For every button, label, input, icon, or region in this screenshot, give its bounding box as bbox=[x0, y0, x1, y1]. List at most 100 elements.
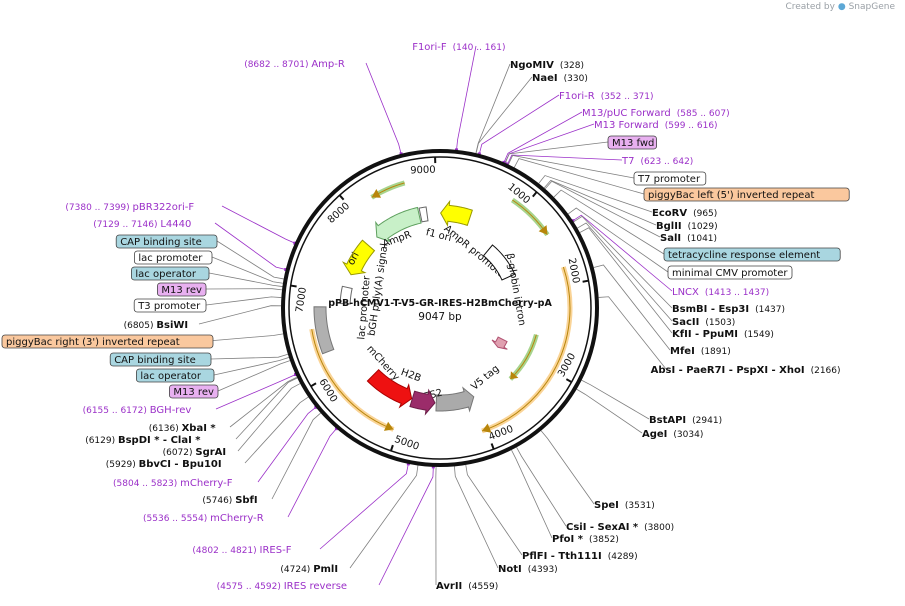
label-lac-promoter-48[interactable]: lac promoter bbox=[133, 250, 213, 265]
label-t7-promoter-8[interactable]: T7 promoter bbox=[633, 171, 707, 186]
leader-xbai-38 bbox=[229, 376, 298, 428]
leader-spei-23 bbox=[540, 430, 595, 505]
label-agei-22[interactable]: AgeI(3034) bbox=[642, 429, 703, 440]
label-text-pmli-30: (4724) PmlI bbox=[280, 564, 338, 575]
label-bglii-11[interactable]: BglII(1029) bbox=[656, 221, 718, 232]
bgh-polya-feature[interactable] bbox=[313, 306, 335, 355]
label-lac-operator-47[interactable]: lac operator bbox=[130, 266, 210, 281]
leader-l4440-50 bbox=[214, 222, 286, 270]
label-sgrai-36[interactable]: (6072) SgrAI bbox=[163, 447, 227, 458]
feature-labels[interactable]: F1ori-F(140 .. 161) NgoMIV(328) NaeI(330) F… bbox=[1, 42, 850, 592]
label-pfoi-25[interactable]: PfoI *(3852) bbox=[552, 534, 619, 545]
leader-lac-operator-47 bbox=[208, 272, 283, 287]
label-text-csii-sexai-24: CsiI - SexAI *(3800) bbox=[566, 522, 674, 533]
beta-globin-intron-feature[interactable] bbox=[482, 244, 516, 281]
label-lncx-15[interactable]: LNCX(1413 .. 1437) bbox=[672, 287, 769, 298]
label-noti-27[interactable]: NotI(4393) bbox=[498, 564, 558, 575]
label-amp-r-52[interactable]: (8682 .. 8701) Amp-R bbox=[244, 59, 345, 70]
label-naei-2[interactable]: NaeI(330) bbox=[532, 73, 588, 84]
leader-mcherry-f-34 bbox=[257, 406, 317, 483]
label-pmli-30[interactable]: (4724) PmlI bbox=[280, 564, 338, 575]
label-pbr322ori-f-51[interactable]: (7380 .. 7399) pBR322ori-F bbox=[65, 202, 194, 213]
label-m13-rev-40[interactable]: M13 rev bbox=[168, 384, 219, 399]
snapgene-credit[interactable]: Created by ● SnapGene bbox=[785, 2, 895, 12]
label-bspdi-clai-37[interactable]: (6129) BspDI * - ClaI * bbox=[85, 435, 201, 446]
label-mcherry-r-32[interactable]: (5536 .. 5554) mCherry-R bbox=[143, 513, 264, 524]
tick-mark-8000 bbox=[338, 194, 345, 201]
label-text-pbr322ori-f-51: (7380 .. 7399) pBR322ori-F bbox=[65, 202, 194, 213]
label-ires-reverse-29[interactable]: (4575 .. 4592) IRES reverse bbox=[217, 581, 347, 592]
label-csii-sexai-24[interactable]: CsiI - SexAI *(3800) bbox=[566, 522, 674, 533]
label-sali-12[interactable]: SalI(1041) bbox=[660, 233, 717, 244]
label-absi-paer7i-pspxi-xhoi-20[interactable]: AbsI - PaeR7I - PspXI - XhoI(2166) bbox=[651, 365, 841, 376]
leader-bglii-11 bbox=[543, 179, 657, 226]
label-box-m13-rev-40 bbox=[168, 384, 219, 399]
label-text-t7-7: T7(623 .. 642) bbox=[621, 156, 693, 167]
h2b-arrow-label: H2B bbox=[399, 367, 422, 384]
label-bbvci-bpu10i-35[interactable]: (5929) BbvCI - Bpu10I bbox=[106, 459, 222, 470]
label-cap-binding-site-42[interactable]: CAP binding site bbox=[109, 352, 212, 367]
label-bstapi-21[interactable]: BstAPI(2941) bbox=[649, 415, 722, 426]
label-lac-operator-41[interactable]: lac operator bbox=[135, 368, 215, 383]
label-kfii-ppumi-18[interactable]: KfII - PpuMI(1549) bbox=[672, 329, 774, 340]
label-text-mfei-19: MfeI(1891) bbox=[670, 346, 731, 357]
label-text-m13-rev-46: M13 rev bbox=[161, 285, 202, 296]
plasmid-backbone bbox=[281, 149, 599, 467]
label-text-amp-r-52: (8682 .. 8701) Amp-R bbox=[244, 59, 345, 70]
label-piggybac-left-5-inverted-repeat-9[interactable]: piggyBac left (5') inverted repeat bbox=[643, 187, 850, 202]
ori-arrow[interactable] bbox=[341, 239, 376, 276]
label-box-piggybac-right-3-inverted-repeat-43 bbox=[1, 334, 214, 349]
mcherry-arrow[interactable] bbox=[366, 369, 413, 409]
label-ecorv-10[interactable]: EcoRV(965) bbox=[652, 208, 717, 219]
f1-ori-arrow[interactable] bbox=[440, 199, 473, 228]
label-sacii-17[interactable]: SacII(1503) bbox=[672, 317, 735, 328]
h2b-arrow[interactable] bbox=[409, 388, 436, 416]
ires2-arrow[interactable] bbox=[435, 386, 475, 413]
leader-minimal-cmv-promoter-14 bbox=[567, 207, 669, 273]
v5-tag-arrow[interactable] bbox=[491, 336, 508, 350]
label-tetracycline-response-element-13[interactable]: tetracycline response element bbox=[663, 247, 841, 262]
label-text-m13-rev-40: M13 rev bbox=[173, 387, 214, 398]
label-bsmbi-esp3i-16[interactable]: BsmBI - Esp3I(1437) bbox=[672, 304, 785, 315]
label-t7-7[interactable]: T7(623 .. 642) bbox=[621, 156, 693, 167]
label-pflfi-tth111i-26[interactable]: PflFI - Tth111I(4289) bbox=[522, 551, 638, 562]
label-l4440-50[interactable]: (7129 .. 7146) L4440 bbox=[93, 219, 191, 230]
label-cap-binding-site-49[interactable]: CAP binding site bbox=[115, 234, 218, 249]
label-bgh-rev-39[interactable]: (6155 .. 6172) BGH-rev bbox=[83, 405, 192, 416]
label-t3-promoter-45[interactable]: T3 promoter bbox=[133, 298, 207, 313]
label-minimal-cmv-promoter-14[interactable]: minimal CMV promoter bbox=[667, 265, 793, 280]
label-m13-fwd-6[interactable]: M13 fwd bbox=[607, 135, 657, 150]
label-m13-rev-46[interactable]: M13 rev bbox=[156, 282, 207, 297]
label-sbfi-33[interactable]: (5746) SbfI bbox=[202, 495, 257, 506]
label-piggybac-right-3-inverted-repeat-43[interactable]: piggyBac right (3') inverted repeat bbox=[1, 334, 214, 349]
label-xbai-38[interactable]: (6136) XbaI * bbox=[149, 423, 217, 434]
label-m13-puc-forward-4[interactable]: M13/pUC Forward(585 .. 607) bbox=[582, 108, 730, 119]
ampr-promoter-box[interactable] bbox=[418, 206, 429, 223]
label-ngomiv-1[interactable]: NgoMIV(328) bbox=[510, 60, 584, 71]
ampr-arrow[interactable] bbox=[375, 206, 422, 243]
label-bsiwi-44[interactable]: (6805) BsiWI bbox=[124, 320, 189, 331]
credit-prefix: Created by bbox=[785, 2, 835, 12]
label-ires-f-31[interactable]: (4802 .. 4821) IRES-F bbox=[192, 545, 291, 556]
leader-t3-promoter-45 bbox=[205, 296, 282, 306]
label-f1ori-r-3[interactable]: F1ori-R(352 .. 371) bbox=[559, 91, 654, 102]
label-text-sali-12: SalI(1041) bbox=[660, 233, 717, 244]
label-avrii-28[interactable]: AvrII(4559) bbox=[436, 581, 498, 592]
plasmid-center-label: pPB-hCMV1-T-V5-GR-IRES-H2BmCherry-pA 904… bbox=[328, 298, 552, 323]
label-f1ori-f-0[interactable]: F1ori-F(140 .. 161) bbox=[412, 42, 505, 53]
label-text-bgh-rev-39: (6155 .. 6172) BGH-rev bbox=[83, 405, 192, 416]
label-box-minimal-cmv-promoter-14 bbox=[667, 265, 793, 280]
lac-promoter-feature[interactable] bbox=[339, 285, 353, 305]
leader-noti-27 bbox=[453, 466, 499, 569]
leader-piggybac-right-3-inverted-repeat-43 bbox=[207, 333, 284, 342]
label-m13-forward-5[interactable]: M13 Forward(599 .. 616) bbox=[594, 120, 718, 131]
label-spei-23[interactable]: SpeI(3531) bbox=[594, 500, 655, 511]
label-box-m13-fwd-6 bbox=[607, 135, 657, 150]
tick-mark-5000 bbox=[389, 444, 394, 452]
leader-naei-2 bbox=[475, 76, 533, 154]
plasmid-name: pPB-hCMV1-T-V5-GR-IRES-H2BmCherry-pA bbox=[328, 298, 552, 309]
label-text-ires-f-31: (4802 .. 4821) IRES-F bbox=[192, 545, 291, 556]
label-mfei-19[interactable]: MfeI(1891) bbox=[670, 346, 731, 357]
label-mcherry-f-34[interactable]: (5804 .. 5823) mCherry-F bbox=[113, 478, 233, 489]
leader-bstapi-21 bbox=[581, 379, 650, 420]
